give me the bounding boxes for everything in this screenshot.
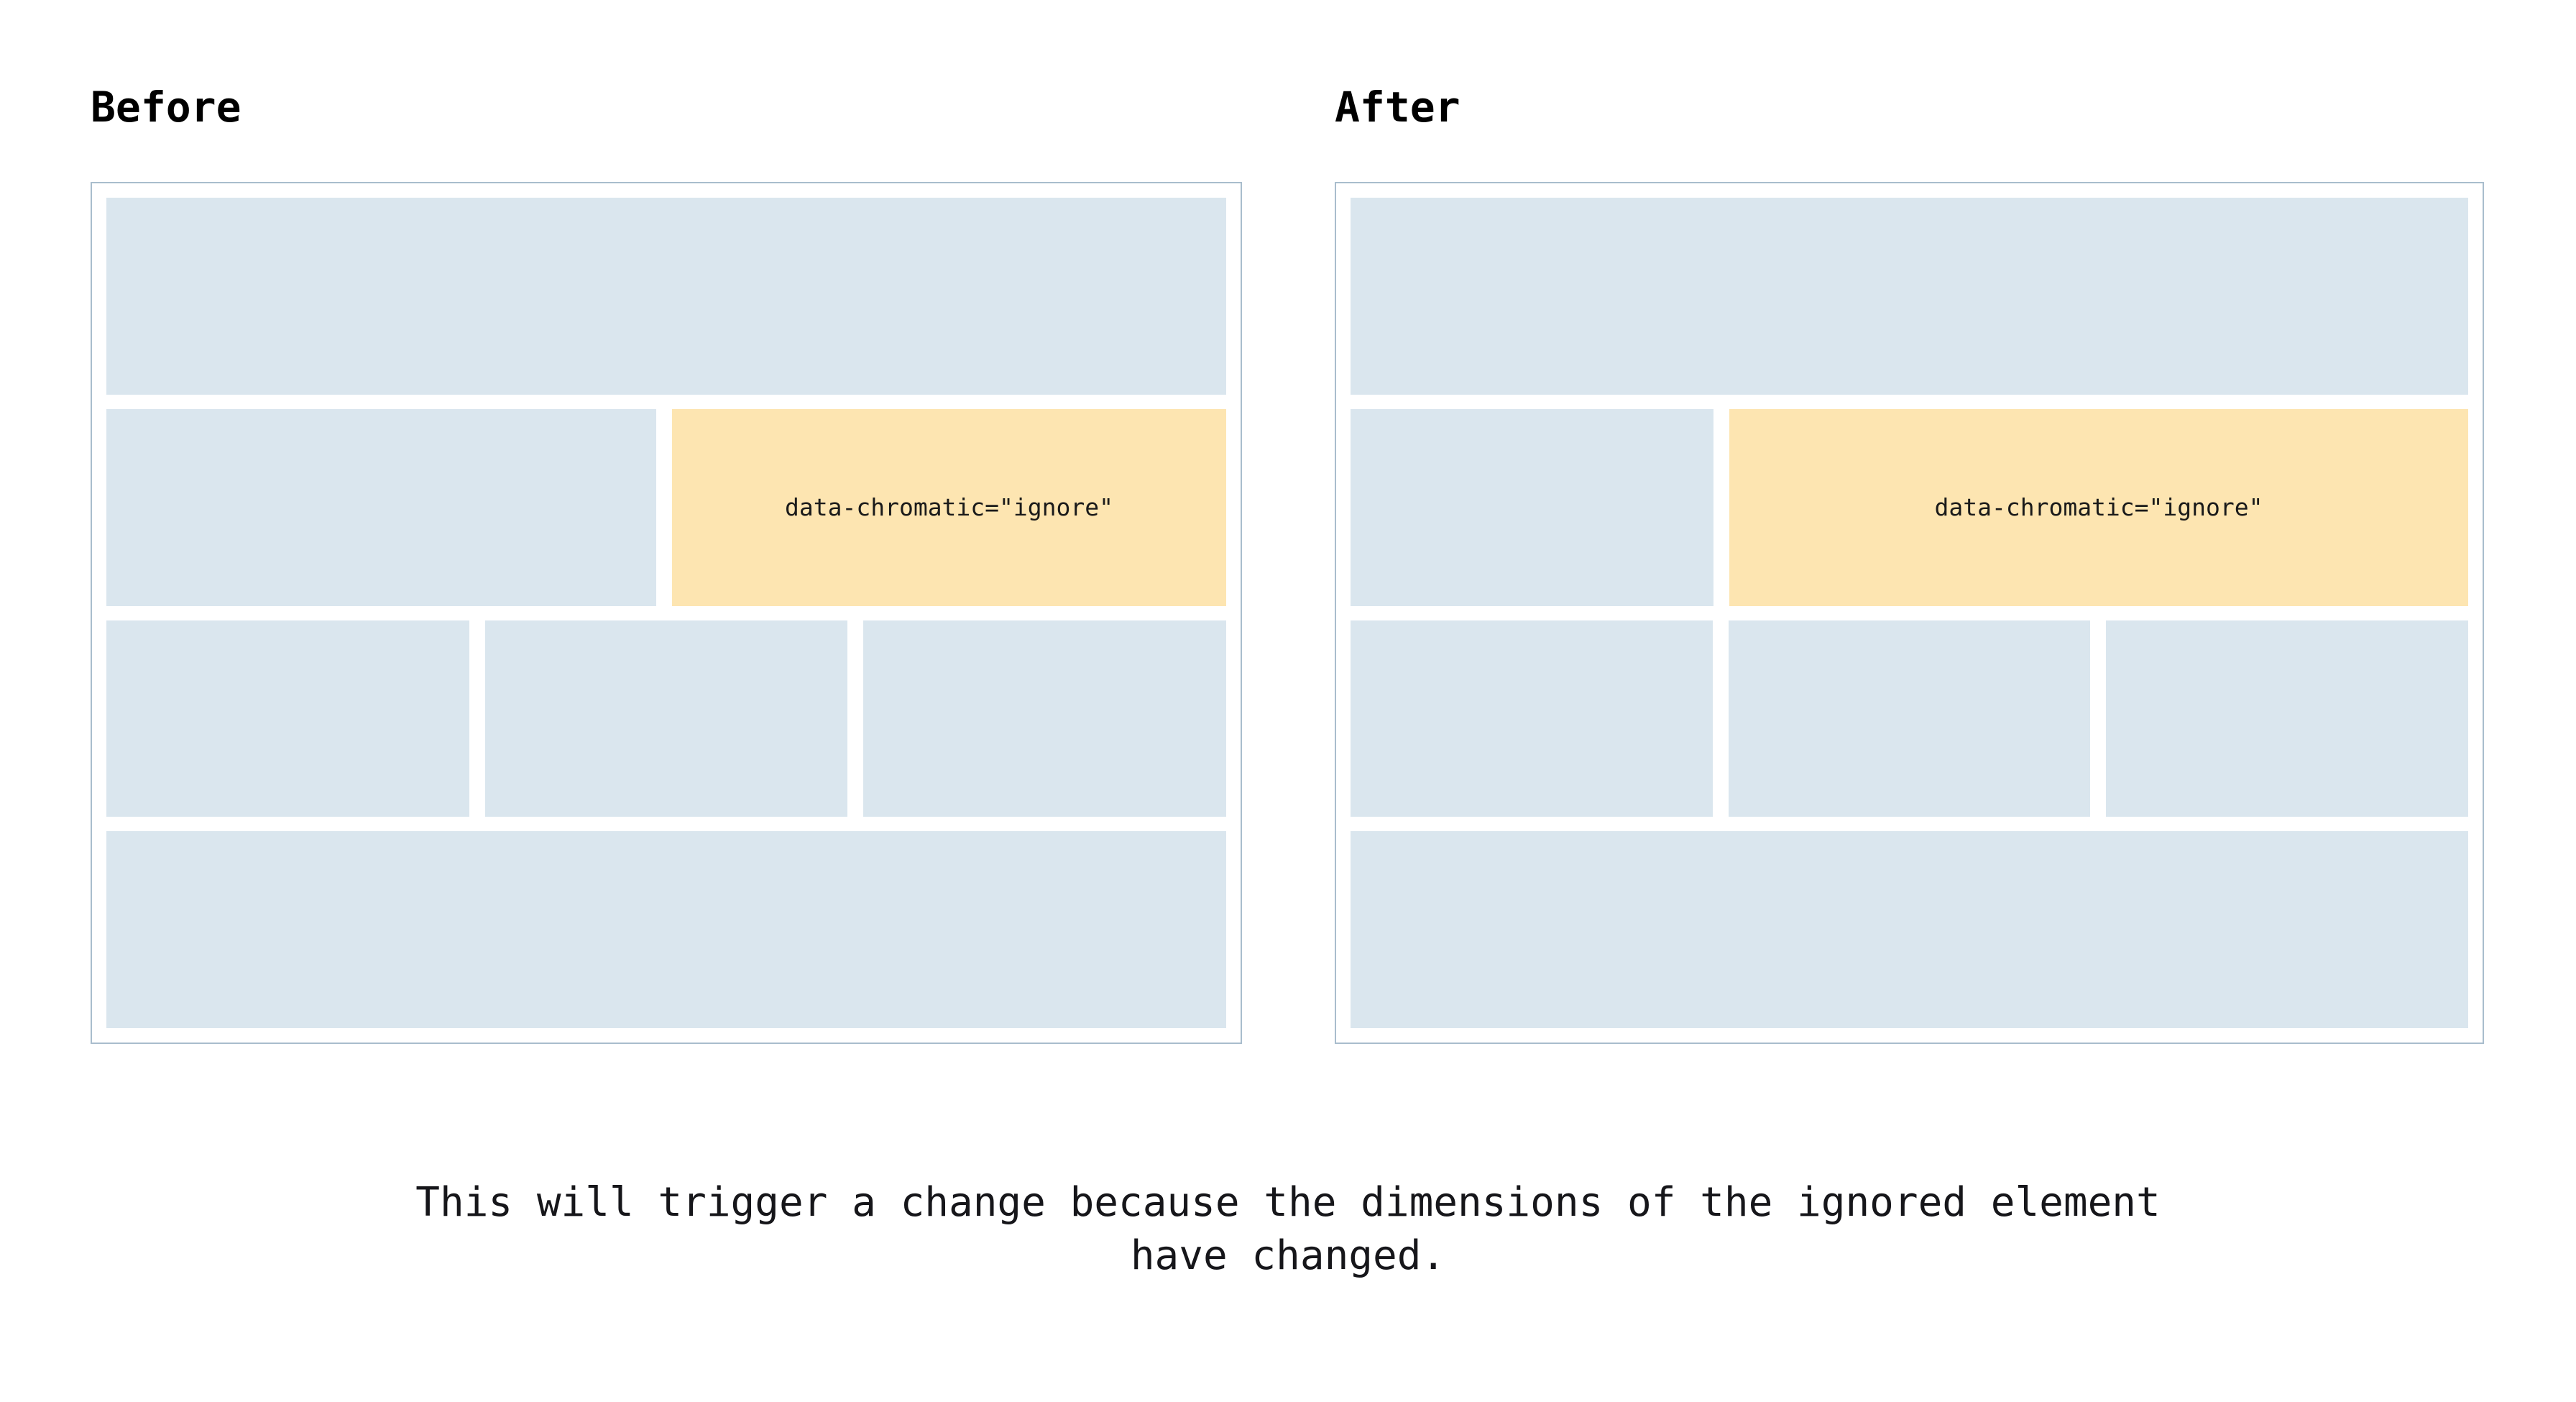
- before-row-1: [106, 198, 1226, 395]
- before-row-3: [106, 620, 1227, 817]
- before-block-4-1: [106, 831, 1226, 1028]
- before-block-3-2: [484, 620, 848, 817]
- after-heading: After: [1335, 83, 1460, 132]
- before-block-3-1: [106, 620, 469, 817]
- before-block-1-1: [106, 198, 1226, 395]
- after-ignored-block: data-chromatic="ignore": [1729, 408, 2468, 606]
- before-block-3-3: [863, 620, 1227, 817]
- before-ignored-block: data-chromatic="ignore": [672, 408, 1226, 606]
- after-row-3: [1351, 620, 2469, 817]
- after-block-3-2: [1728, 620, 2091, 817]
- after-row-1: [1351, 198, 2468, 395]
- before-row-4: [106, 831, 1226, 1028]
- after-block-1-1: [1351, 198, 2468, 395]
- after-block-4-1: [1351, 831, 2468, 1028]
- before-panel-inner: data-chromatic="ignore": [106, 198, 1227, 1028]
- after-block-3-3: [2106, 620, 2469, 817]
- before-heading: Before: [91, 83, 242, 132]
- before-ignored-label: data-chromatic="ignore": [785, 492, 1113, 521]
- before-panel: data-chromatic="ignore": [91, 182, 1242, 1044]
- before-block-2-1: [106, 408, 656, 606]
- after-ignored-label: data-chromatic="ignore": [1934, 492, 2263, 521]
- explanation-caption: This will trigger a change because the d…: [415, 1179, 2161, 1279]
- after-panel-inner: data-chromatic="ignore": [1351, 198, 2469, 1028]
- after-block-2-1: [1351, 408, 1714, 606]
- after-row-2: data-chromatic="ignore": [1351, 408, 2468, 606]
- after-row-4: [1351, 831, 2468, 1028]
- before-row-2: data-chromatic="ignore": [106, 408, 1226, 606]
- after-block-3-1: [1351, 620, 1713, 817]
- after-panel: data-chromatic="ignore": [1335, 182, 2484, 1044]
